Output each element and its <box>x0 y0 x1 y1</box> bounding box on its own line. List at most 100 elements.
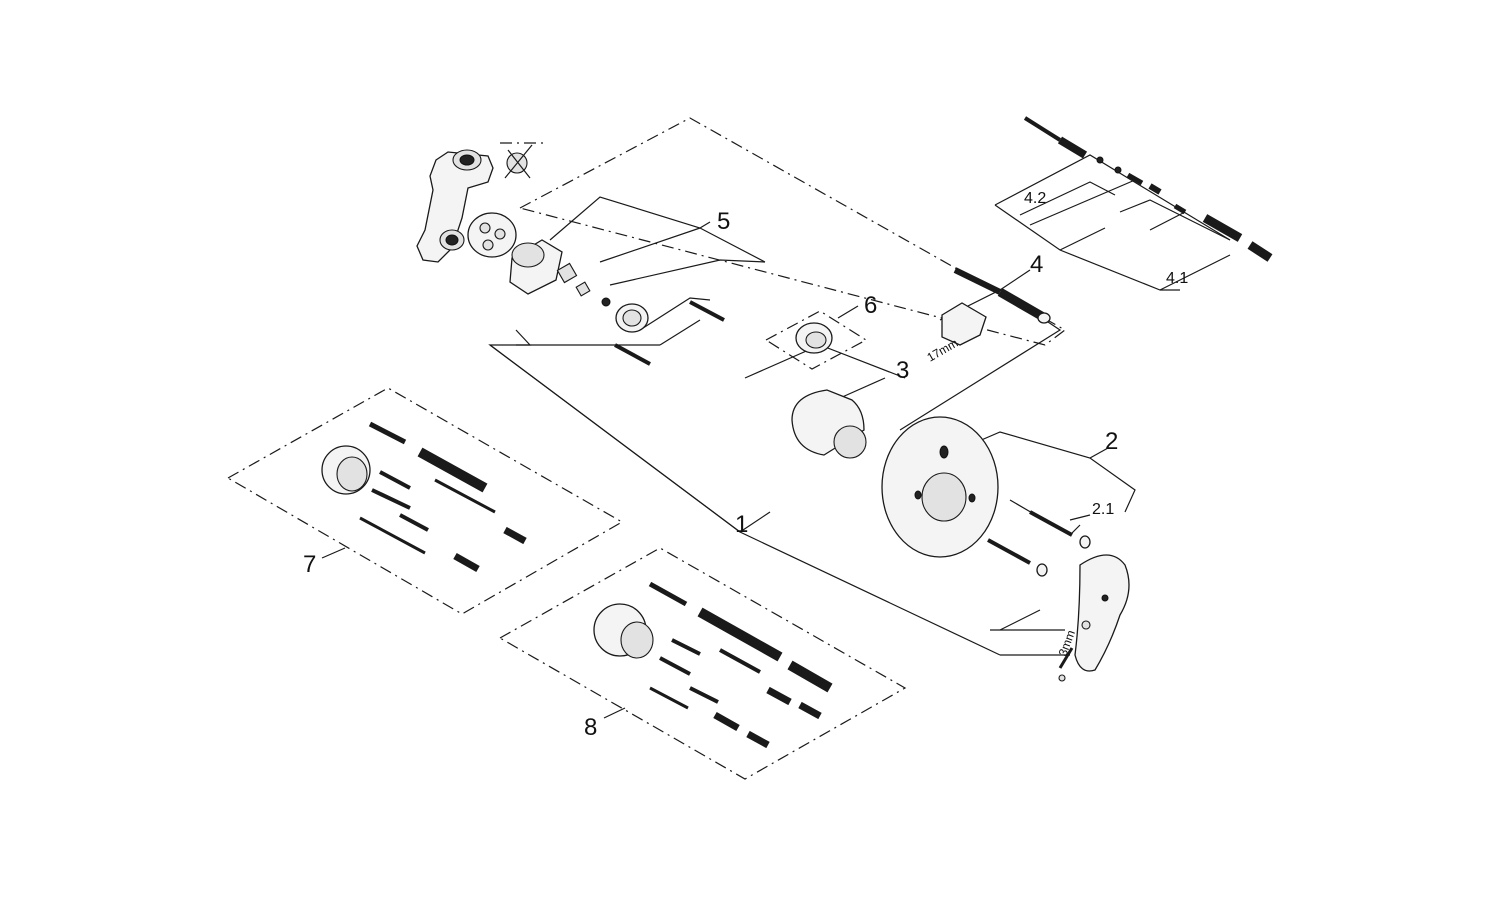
kit8-screw-1 <box>671 638 701 656</box>
boundary-main <box>518 117 1067 346</box>
kit8-screw-2 <box>659 656 691 676</box>
valve-inlet-top-hole <box>459 154 475 166</box>
leader-5 <box>699 221 711 229</box>
grub-screw <box>1081 620 1091 630</box>
callout-8: 8 <box>584 714 597 741</box>
kit8-plug-2 <box>798 701 822 720</box>
kit8-plug-4 <box>746 730 770 749</box>
spring <box>1126 172 1144 186</box>
o-ring-2 <box>1114 166 1122 174</box>
bracket-4-1 <box>1119 199 1231 241</box>
kit7-cartridge-face <box>336 456 368 492</box>
callout-labels: 1 2 2.1 3 4 4.1 4.2 5 6 7 8 <box>303 190 1188 741</box>
callout-2-1: 2.1 <box>1092 501 1114 518</box>
kit-7-contents <box>321 421 527 573</box>
screw-2-1a <box>1029 510 1073 537</box>
leader-4 <box>999 269 1031 291</box>
handle-assembly: 3mm <box>1056 554 1130 682</box>
callout-4-2: 4.2 <box>1024 190 1046 207</box>
boundary-kit-8 <box>498 547 907 780</box>
kit7-plug-1 <box>503 526 527 545</box>
part-4-exploded <box>1023 116 1273 262</box>
cap-2-1b <box>1036 563 1048 577</box>
kit7-plug-2 <box>453 552 480 573</box>
kit7-screw-3 <box>399 513 429 532</box>
extension-cap <box>1247 241 1273 262</box>
flange-ring-hole <box>622 309 642 327</box>
callout-4: 4 <box>1030 251 1043 278</box>
lever-handle <box>1074 554 1130 672</box>
kit8-pin <box>649 686 689 710</box>
spindle-exploded-thread <box>1023 116 1062 142</box>
leader-2 <box>1089 447 1109 459</box>
boundary-kit-7 <box>226 387 624 615</box>
spindle-exploded-body <box>1057 136 1088 159</box>
bracket-2-inner <box>1009 499 1081 536</box>
spindle-shaft <box>997 288 1048 322</box>
kit8-stem <box>648 581 688 607</box>
kit-8-contents <box>593 581 833 749</box>
kit7-pin-2 <box>359 516 426 555</box>
spindle-threaded <box>953 267 1002 295</box>
kit7-pin-1 <box>434 478 496 514</box>
escutcheon-center-hole <box>921 472 967 522</box>
callout-7: 7 <box>303 551 316 578</box>
bracket-5-low <box>609 259 766 286</box>
callout-6: 6 <box>864 292 877 319</box>
part-6-cap <box>795 322 833 354</box>
cartridge-assembly <box>509 239 725 366</box>
kit8-rod-end <box>787 660 833 693</box>
callout-1: 1 <box>735 511 748 538</box>
part-4-spindle: 17mm <box>925 267 1051 365</box>
cap-inner <box>805 331 827 349</box>
boundary-part-6 <box>764 310 868 370</box>
valve-cartridge-face <box>467 212 517 258</box>
adapter-square <box>575 281 591 297</box>
small-nut <box>601 297 611 307</box>
clip <box>1173 203 1187 215</box>
handle-indicator <box>1101 594 1109 602</box>
bracket-4-2 <box>1019 181 1116 216</box>
kit7-rod <box>417 447 488 493</box>
screw-2-1b <box>987 538 1031 565</box>
hex-key-3mm <box>1058 647 1074 669</box>
kit8-screw-3 <box>719 648 761 674</box>
bracket-4-bottom <box>994 204 1231 291</box>
bracket-5 <box>549 196 766 263</box>
cap-2-1a <box>1079 535 1091 549</box>
valve-inlet-bottom-hole <box>445 234 459 246</box>
kit8-rod <box>697 607 783 662</box>
bracket-4-1b <box>1149 211 1186 231</box>
not-included-cross-1 <box>504 144 533 179</box>
cartridge-stem <box>556 262 578 284</box>
valve-body <box>416 144 533 263</box>
wrench-label: 17mm <box>925 336 961 365</box>
bush <box>1148 183 1162 195</box>
kit7-stem <box>368 421 407 445</box>
kit7-screw-1 <box>379 470 411 490</box>
valve-port-3 <box>482 239 494 251</box>
bracket-5-screw <box>639 297 711 331</box>
extension-rod <box>1202 214 1243 242</box>
cartridge-top <box>511 242 545 268</box>
kit7-screw-2 <box>371 488 411 510</box>
valve-port-2 <box>494 228 506 240</box>
escutcheon-diverter-hole <box>939 445 949 459</box>
callout-2: 2 <box>1105 428 1118 455</box>
bracket-5-mid <box>599 227 701 263</box>
dash-boundaries <box>226 117 1067 780</box>
leader-1-tick <box>739 511 771 533</box>
callout-4-1: 4.1 <box>1166 270 1188 287</box>
kit8-cartridge-face <box>620 621 654 659</box>
part-2-escutcheon <box>881 416 1091 577</box>
kit8-plug-1 <box>766 686 792 706</box>
escutcheon-screw-hole-1 <box>914 490 922 500</box>
bracket-4-mid <box>1059 227 1106 251</box>
o-ring-1 <box>1096 156 1104 164</box>
kit8-screw-4 <box>689 686 719 704</box>
leader-7 <box>321 547 346 559</box>
wrench-17mm <box>941 302 987 346</box>
leader-6 <box>837 305 859 319</box>
